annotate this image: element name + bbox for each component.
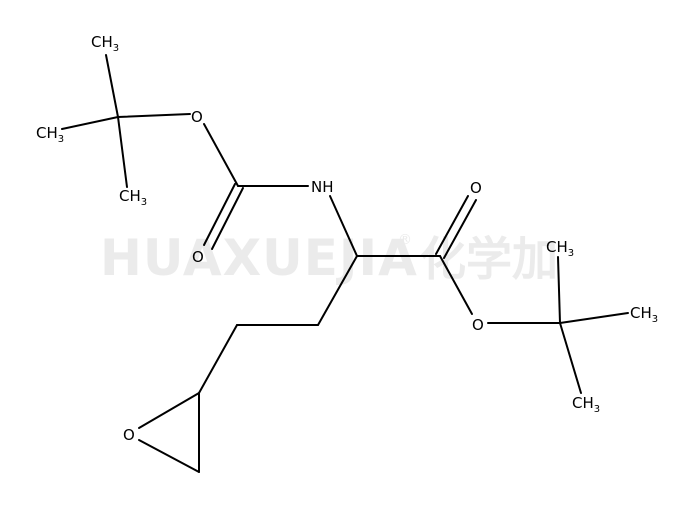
bond-n-alpha xyxy=(329,195,358,257)
bond-ch2b-epoxide-c xyxy=(198,324,238,394)
bond-epoxide-c1-o xyxy=(138,392,200,429)
bonds xyxy=(61,54,629,473)
bond-alpha-ch2a xyxy=(317,255,358,326)
bond-tbu2-ch3-top xyxy=(557,256,561,324)
bond-tbu1-o xyxy=(117,113,191,118)
bond-tbu2-ch3-right xyxy=(559,312,629,324)
atom-nh: NH xyxy=(311,178,334,196)
atom-labels: CH3 CH3 CH3 O O NH O O CH3 CH3 CH3 O xyxy=(36,33,658,444)
watermark-brand: HUAXUEJIA xyxy=(100,229,418,287)
bond-tbu2-ch3-bottom xyxy=(559,322,582,394)
bond-tbu1-ch3-top xyxy=(105,54,119,118)
atom-o-boc-carbonyl: O xyxy=(192,248,204,266)
bond-ester-co-2 xyxy=(443,199,477,259)
atom-ch3-ester-bottom: CH3 xyxy=(572,394,600,415)
bond-carbamate-co-2 xyxy=(211,187,244,250)
atom-ch3-ester-right: CH3 xyxy=(630,304,658,325)
bond-o-carbamate-c xyxy=(203,123,239,187)
bond-tbu1-ch3-bottom xyxy=(117,116,128,188)
atom-ch3-boc-top: CH3 xyxy=(91,33,119,54)
bond-tbu1-ch3-left xyxy=(61,116,119,130)
bond-epoxide-c2-o xyxy=(138,439,200,473)
atom-o-ester-ether: O xyxy=(472,316,484,334)
watermark-registered: ® xyxy=(398,232,412,248)
bond-carbamate-co-1 xyxy=(203,183,236,246)
atom-o-boc-ether: O xyxy=(191,108,203,126)
bond-ester-c-o xyxy=(439,255,473,315)
watermark: HUAXUEJIA ® 化学加 xyxy=(100,229,558,287)
atom-ch3-boc-bottom: CH3 xyxy=(119,187,147,208)
bond-ester-co-1 xyxy=(435,195,469,255)
atom-o-ester-carbonyl: O xyxy=(470,179,482,197)
atom-ch3-boc-left: CH3 xyxy=(36,124,64,145)
atom-o-epoxide: O xyxy=(123,426,135,444)
atom-ch3-ester-top: CH3 xyxy=(546,238,574,259)
